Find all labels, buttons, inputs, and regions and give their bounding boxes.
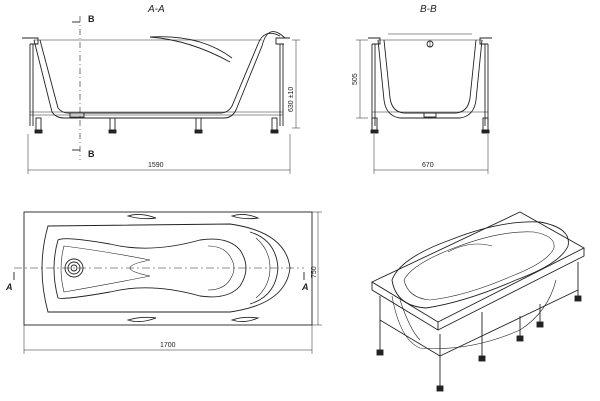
dim-width-section-label: 670 [422, 162, 434, 169]
cut-label-top: B [88, 14, 95, 24]
section-a-title: A-A [147, 4, 165, 15]
section-a-legs [34, 117, 279, 134]
cut-label-bottom: B [88, 149, 95, 159]
dim-width-label: 750 [311, 266, 318, 278]
arrow-right-label: A [301, 282, 309, 292]
section-a-a-view [22, 16, 300, 174]
arrow-left-label: A [5, 282, 13, 292]
dim-height-label: 630 ±10 [288, 87, 295, 112]
section-b-b-view [356, 33, 492, 174]
dim-length-inner-label: 1590 [148, 162, 164, 169]
top-view [13, 211, 322, 354]
dim-length-label: 1700 [160, 342, 176, 349]
dim-depth-label: 505 [352, 73, 359, 85]
isometric-view [371, 211, 585, 392]
section-b-title: B-B [420, 4, 437, 15]
